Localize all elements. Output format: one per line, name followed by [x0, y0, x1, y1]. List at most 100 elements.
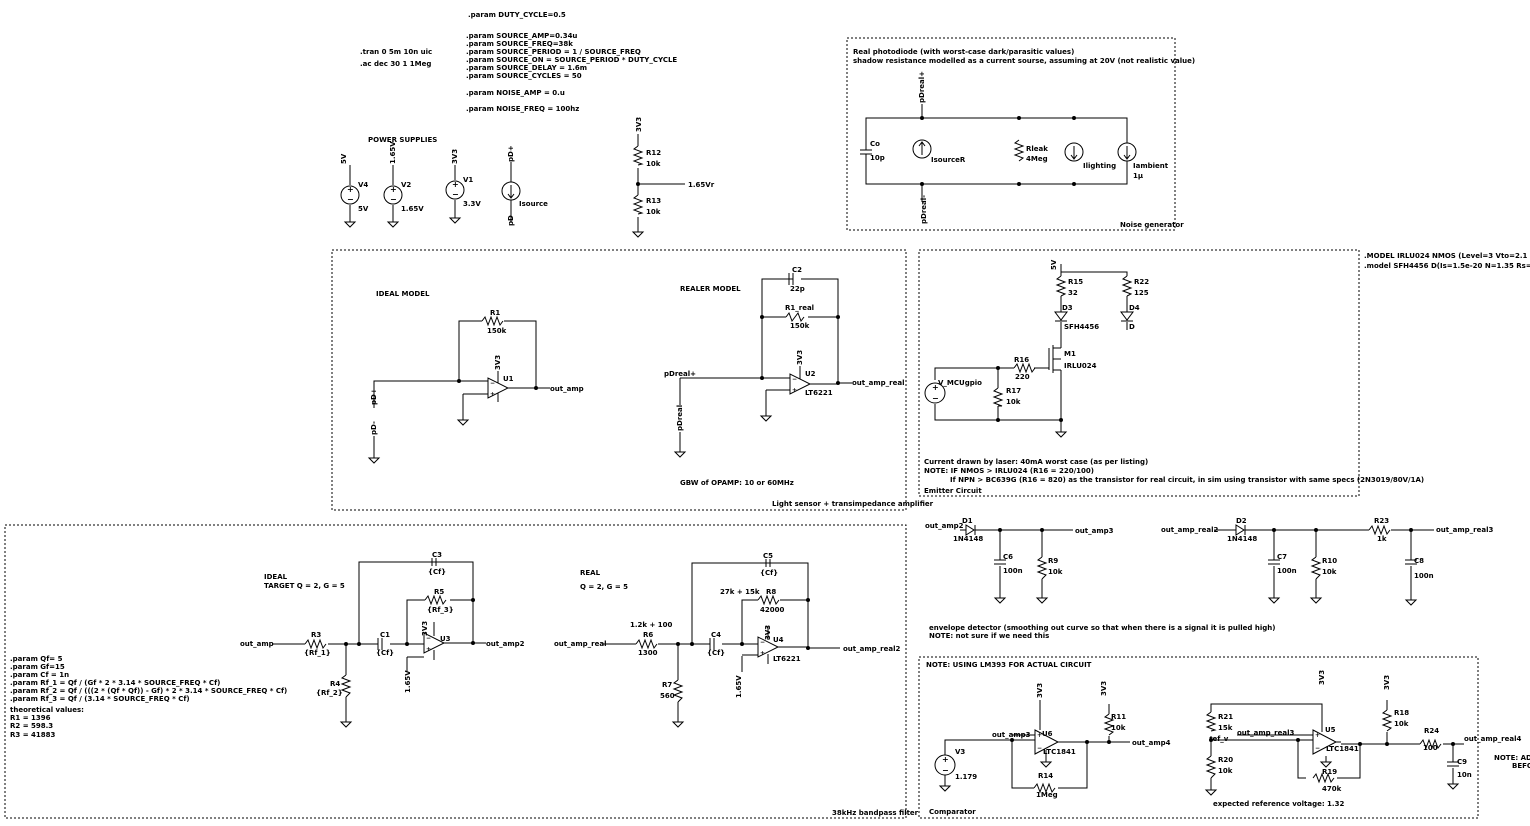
label-envelope-d1-0: D1: [962, 517, 973, 525]
label-tia-in_real: pDreal+: [664, 370, 696, 378]
label-comparator-out2: out_amp_real4: [1464, 735, 1521, 743]
label-divider-r12-1: 10k: [646, 160, 661, 168]
param-block: .param DUTY_CYCLE=0.5 .tran 0 5m 10n uic…: [360, 11, 1530, 270]
label-bandpass-r5-1: {Rf_3}: [427, 606, 454, 614]
label-tia-gbw: GBW of OPAMP: 10 or 60MHz: [680, 479, 794, 487]
label-envelope-out2: out_amp_real3: [1436, 526, 1493, 534]
label-bandpass-r5-0: R5: [434, 588, 444, 596]
label-bandpass-u4-0: U4: [773, 636, 784, 644]
label-tia-net3v3: 3V3: [796, 350, 804, 365]
param-noise-amp: .param NOISE_AMP = 0.u: [466, 89, 565, 97]
label-envelope-r23-0: R23: [1374, 517, 1389, 525]
label-comparator-r21-0: R21: [1218, 713, 1233, 721]
label-tia-c2-0: C2: [792, 266, 802, 274]
label-bandpass-r3-1: {Rf_1}: [304, 649, 331, 657]
label-envelope-d2-0: D2: [1236, 517, 1247, 525]
label-bandpass-v33: 3V3: [764, 625, 772, 640]
label-bandpass-params-4: .param Rf_2 = Qf / (((2 * (Qf * Qf)) - G…: [10, 687, 287, 695]
label-bandpass-in: out_amp: [240, 640, 274, 648]
svg-text:+: +: [932, 383, 939, 392]
label-bandpass-r8note: 27k + 15k: [720, 588, 760, 596]
label-tia-out_ideal: out_amp: [550, 385, 584, 393]
label-photodiode-ilight: Ilighting: [1083, 162, 1116, 170]
param-tran: .tran 0 5m 10n uic: [360, 48, 432, 56]
label-bandpass-v165: 1.65V: [404, 670, 412, 693]
label-envelope-r9-0: R9: [1048, 557, 1058, 565]
label-bandpass-theo-0: theoretical values:: [10, 706, 84, 714]
label-comparator-r19-1: 470k: [1322, 785, 1342, 793]
label-emitter-m1-1: IRLU024: [1064, 362, 1097, 370]
svg-text:+: +: [426, 646, 431, 653]
label-bandpass-in_real: out_amp_real: [554, 640, 607, 648]
label-envelope-r23-1: 1k: [1377, 535, 1387, 543]
comparator-section: NOTE: USING LM393 FOR ACTUAL CIRCUIT +− …: [918, 656, 1530, 819]
label-envelope-c8-1: 100n: [1414, 572, 1434, 580]
label-bandpass-c3-0: C3: [432, 551, 442, 559]
label-comparator-r18-1: 10k: [1394, 720, 1409, 728]
param-src-cycles: .param SOURCE_CYCLES = 50: [466, 72, 582, 80]
label-power-v2-0: V2: [401, 181, 411, 189]
label-comparator-r14-0: R14: [1038, 772, 1053, 780]
label-bandpass-r6-1: 1300: [638, 649, 658, 657]
label-comparator-u5-0: U5: [1325, 726, 1336, 734]
label-envelope-in2: out_amp_real2: [1161, 526, 1218, 534]
label-power-v4-0: V4: [358, 181, 368, 189]
label-comparator-u5-1: LTC1841: [1326, 745, 1359, 753]
svg-text:+: +: [452, 180, 459, 189]
label-bandpass-c1-0: C1: [380, 631, 390, 639]
label-tia-pdrealm: pDreal-: [676, 402, 684, 431]
label-bandpass-v33: 3V3: [421, 621, 429, 636]
label-bandpass-real: REAL: [580, 569, 601, 577]
label-photodiode-co-0: Co: [870, 140, 880, 148]
label-bandpass-theo-2: R2 = 598.3: [10, 722, 53, 730]
label-emitter-note1: Current drawn by laser: 40mA worst case …: [924, 458, 1148, 466]
label-comparator-r18-0: R18: [1394, 709, 1409, 717]
label-comparator-r14-1: 1Meg: [1036, 791, 1058, 799]
label-emitter-r15-0: R15: [1068, 278, 1083, 286]
label-comparator-r24-0: R24: [1424, 727, 1439, 735]
label-tia-ideal: IDEAL MODEL: [376, 290, 430, 298]
label-bandpass-footer: 38kHz bandpass filter: [832, 809, 919, 817]
svg-text:−: −: [426, 635, 431, 642]
label-power-v1-1: 3.3V: [463, 200, 481, 208]
label-comparator-v3-0: V3: [955, 748, 965, 756]
label-envelope-c8-0: C8: [1414, 557, 1424, 565]
label-emitter-r15-1: 32: [1068, 289, 1078, 297]
svg-text:−: −: [347, 195, 354, 204]
label-bandpass-r6-0: R6: [643, 631, 653, 639]
label-comparator-refv: ref_v: [1209, 735, 1229, 743]
label-divider-r12-0: R12: [646, 149, 661, 157]
label-envelope-r9-1: 10k: [1048, 568, 1063, 576]
label-bandpass-c3-1: {Cf}: [428, 568, 446, 576]
svg-text:+: +: [1037, 732, 1042, 739]
label-bandpass-target: TARGET Q = 2, G = 5: [264, 582, 345, 590]
label-emitter-r16-0: R16: [1014, 356, 1029, 364]
label-comparator-r21-1: 15k: [1218, 724, 1233, 732]
label-emitter-d3-1: SFH4456: [1064, 323, 1099, 331]
svg-text:−: −: [942, 766, 949, 775]
svg-text:−: −: [1315, 745, 1320, 752]
label-envelope-d1-1: 1N4148: [953, 535, 983, 543]
label-bandpass-r4-0: R4: [330, 680, 340, 688]
label-photodiode-title1: Real photodiode (with worst-case dark/pa…: [853, 48, 1074, 56]
label-photodiode-iamb-0: Iambient: [1133, 162, 1169, 170]
label-comparator-side_note-0: NOTE: ADD: [1494, 754, 1530, 762]
label-power-isrc: Isource: [519, 200, 548, 208]
param-src-delay: .param SOURCE_DELAY = 1.6m: [466, 64, 587, 72]
label-comparator-r11-0: R11: [1111, 713, 1126, 721]
label-bandpass-params-1: .param Gf=15: [10, 663, 65, 671]
label-comparator-r19-0: R19: [1322, 768, 1337, 776]
label-bandpass-r4-1: {Rf_2}: [316, 689, 343, 697]
label-envelope-c6-1: 100n: [1003, 567, 1023, 575]
label-bandpass-u4-1: LT6221: [773, 655, 801, 663]
label-bandpass-c4-1: {Cf}: [707, 649, 725, 657]
param-noise-freq: .param NOISE_FREQ = 100hz: [466, 105, 579, 113]
label-divider-r13-1: 10k: [646, 208, 661, 216]
label-envelope-c7-0: C7: [1277, 553, 1287, 561]
label-envelope-out1: out_amp3: [1075, 527, 1114, 535]
label-bandpass-c5-1: {Cf}: [760, 569, 778, 577]
label-divider-net_top: 3V3: [635, 117, 643, 132]
